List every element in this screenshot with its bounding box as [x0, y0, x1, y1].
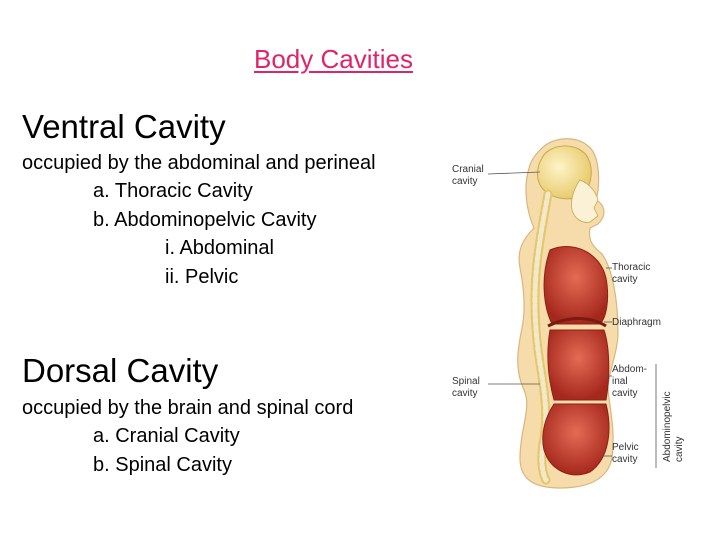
dorsal-cavity-heading: Dorsal Cavity [22, 352, 219, 389]
vertebral-column [532, 191, 551, 483]
label-diaphragm: Diaphragm [612, 317, 661, 328]
pelvic-cavity [542, 403, 610, 476]
abdominal-cavity [547, 329, 610, 401]
label-spinal-cavity: Spinal cavity [452, 376, 483, 399]
ventral-item-abdominopelvic: b. Abdominopelvic Cavity [93, 209, 317, 231]
label-abdominal-cavity: Abdom- inal cavity [612, 364, 650, 399]
diaphragm [547, 317, 607, 328]
label-pelvic-cavity: Pelvic cavity [612, 442, 641, 465]
leader-lines [487, 171, 657, 468]
body-cavities-figure: Cranial cavity Spinal cavity Thoracic ca… [440, 128, 720, 498]
thoracic-cavity [543, 246, 609, 325]
ventral-subitem-abdominal: i. Abdominal [165, 237, 274, 259]
dorsal-item-cranial: a. Cranial Cavity [93, 425, 240, 447]
dorsal-item-spinal: b. Spinal Cavity [93, 454, 232, 476]
dorsal-cavity-description: occupied by the brain and spinal cord [22, 397, 354, 419]
ventral-cavity-description: occupied by the abdominal and perineal [22, 152, 376, 174]
ventral-subitem-pelvic: ii. Pelvic [165, 266, 239, 288]
sagittal-body-illustration: Cranial cavity Spinal cavity Thoracic ca… [452, 138, 685, 489]
label-abdominopelvic-cavity: Abdominopelvic cavity [662, 389, 685, 462]
face-skeleton [571, 179, 599, 223]
ventral-item-thoracic: a. Thoracic Cavity [93, 180, 253, 202]
ventral-cavity-heading: Ventral Cavity [22, 108, 226, 145]
label-thoracic-cavity: Thoracic cavity [612, 262, 653, 285]
page-title: Body Cavities [254, 44, 413, 74]
label-cranial-cavity: Cranial cavity [452, 164, 486, 187]
